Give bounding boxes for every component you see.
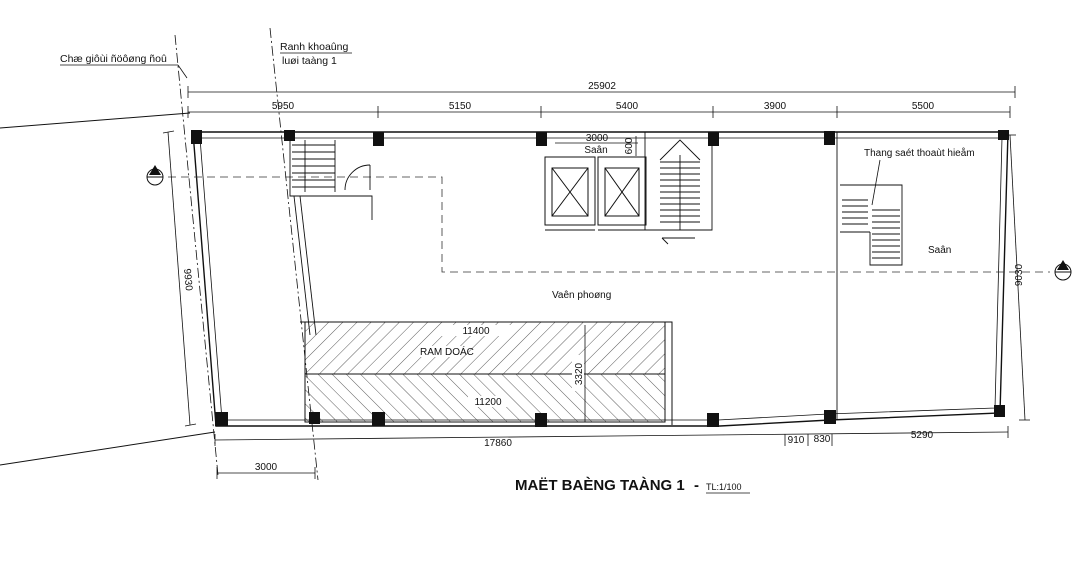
stair-main xyxy=(644,132,713,245)
dimension-top-1: 5950 xyxy=(272,101,295,112)
dimension-setback: 3000 xyxy=(216,462,316,479)
dimension-total-text: 25902 xyxy=(588,81,616,92)
stair-escape-label: Thang saét thoaùt hieåm xyxy=(864,147,975,206)
elevator-2 xyxy=(597,156,647,231)
site-boundary-lines xyxy=(0,112,216,466)
dimension-right-text: 9030 xyxy=(1014,263,1025,286)
stair-escape xyxy=(840,184,903,266)
dimension-top-2: 5150 xyxy=(449,101,472,112)
stair-escape-text: Thang saét thoaùt hieåm xyxy=(864,147,975,159)
office-label: Vaên phoøng xyxy=(552,290,611,301)
stair-left xyxy=(289,132,373,336)
section-marker-right xyxy=(1054,260,1072,281)
dimension-top-4: 3900 xyxy=(764,101,787,112)
ramp-top-dimension: 11400 xyxy=(462,326,490,337)
elevator-1 xyxy=(544,156,596,231)
dimension-left-text: 9930 xyxy=(181,268,194,292)
san-right-label: Saân xyxy=(928,245,951,256)
san-top-label: Saân xyxy=(584,145,607,156)
setback-label-line2: luøi taàng 1 xyxy=(282,55,337,67)
dimension-top-5: 5500 xyxy=(912,101,935,112)
dimension-top-3: 5400 xyxy=(616,101,639,112)
dimension-bottom-2: 910 xyxy=(788,435,805,446)
san-top-dimensions: 3000 Saân 600 xyxy=(555,133,638,156)
dimension-bottom-3: 830 xyxy=(814,434,831,445)
dimension-bottom-1: 17860 xyxy=(484,438,512,449)
dimension-setback-text: 3000 xyxy=(255,462,278,473)
lot-boundary-text: Chæ giôùi ñöôøng ñoû xyxy=(60,53,167,65)
san-width-dimension: 3000 xyxy=(586,133,609,144)
drawing-scale: TL:1/100 xyxy=(706,482,742,492)
dimension-left: 9930 xyxy=(162,130,197,427)
lot-boundary-label: Chæ giôùi ñöôøng ñoû xyxy=(60,34,219,476)
section-marker-left xyxy=(146,165,164,186)
drawing-title-dash: - xyxy=(694,477,699,494)
san-depth-dimension: 600 xyxy=(624,137,635,154)
ramp-label: RAM DOÁC xyxy=(420,345,474,358)
dimension-top-segments: 5950 5150 5400 3900 5500 xyxy=(187,101,1011,118)
ramp: 11400 RAM DOÁC 11200 3320 xyxy=(300,321,673,425)
dimension-bottom-segments: 17860 910 830 5290 xyxy=(214,426,1009,449)
dimension-right: 9030 xyxy=(1005,134,1030,421)
setback-label-line1: Ranh khoaûng xyxy=(280,41,348,53)
dimension-bottom-4: 5290 xyxy=(911,430,934,441)
drawing-title: MAËT BAÈNG TAÀNG 1 - TL:1/100 xyxy=(515,477,750,494)
ramp-bottom-dimension: 11200 xyxy=(474,397,502,408)
dimension-total: 25902 xyxy=(187,81,1016,98)
ramp-height-dimension: 3320 xyxy=(574,362,585,385)
columns xyxy=(191,130,1009,427)
drawing-title-text: MAËT BAÈNG TAÀNG 1 xyxy=(515,477,685,494)
